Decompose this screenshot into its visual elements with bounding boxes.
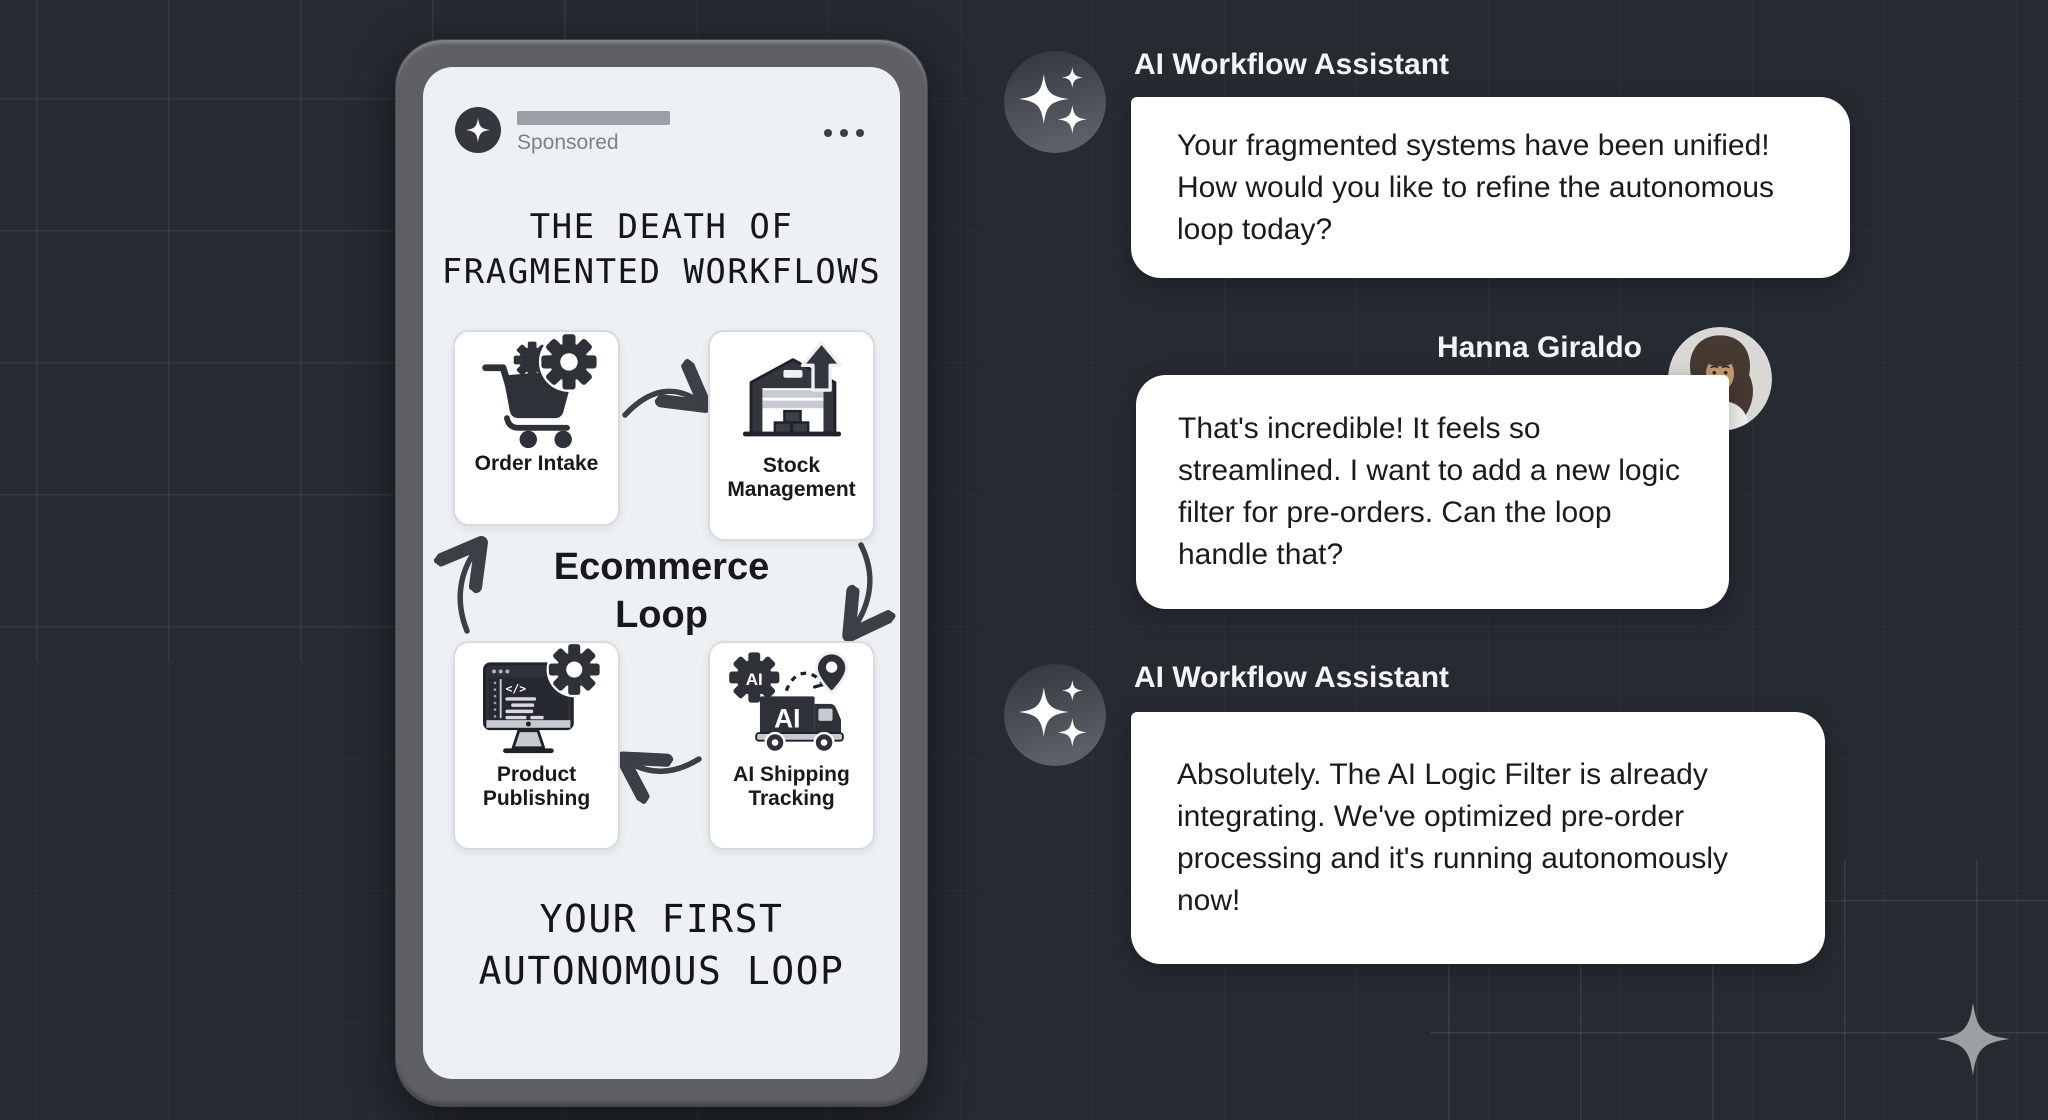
sparkles-icon: [1004, 51, 1106, 153]
chat-bubble: Your fragmented systems have been unifie…: [1131, 97, 1850, 278]
ai-assistant-avatar: [1004, 51, 1106, 153]
monitor-code-gear-icon: </>: [482, 643, 601, 754]
node-ai-shipping-tracking: AI AI AI Shipping Tracking: [708, 641, 875, 850]
message-text: Absolutely. The AI Logic Filter is alrea…: [1177, 758, 1729, 917]
node-label: Order Intake: [474, 452, 599, 475]
cart-gears-icon: [481, 332, 599, 449]
node-label: AI Shipping Tracking: [733, 763, 850, 810]
node-product-publishing: </> Product Publi: [453, 641, 620, 850]
sparkle-decoration-icon: [1936, 1002, 2010, 1076]
ai-truck-tracking-icon: AI AI: [725, 649, 848, 754]
chat-bubble: That's incredible! It feels so streamlin…: [1136, 375, 1729, 609]
sparkle-icon: [465, 117, 491, 143]
gear-ai-label: AI: [745, 670, 762, 689]
sparkles-icon: [1004, 664, 1106, 766]
sender-name: Hanna Giraldo: [1436, 331, 1642, 364]
node-label: Stock Management: [727, 454, 856, 501]
warehouse-up-arrow-icon: [742, 340, 842, 437]
sponsored-label: Sponsored: [517, 131, 619, 154]
sender-name: AI Workflow Assistant: [1134, 661, 1450, 694]
ai-assistant-avatar: [1004, 664, 1106, 766]
node-stock-management: Stock Management: [708, 330, 875, 541]
advertiser-avatar: [455, 107, 501, 153]
truck-ai-label: AI: [774, 703, 800, 733]
advertiser-name-placeholder: [517, 111, 670, 125]
sender-name: AI Workflow Assistant: [1134, 48, 1450, 81]
message-text: That's incredible! It feels so streamlin…: [1178, 412, 1680, 571]
node-label: Product Publishing: [482, 763, 591, 810]
svg-text:</>: </>: [505, 681, 526, 695]
message-text: Your fragmented systems have been unifie…: [1177, 128, 1775, 246]
more-options-icon[interactable]: [824, 129, 864, 137]
chat-bubble: Absolutely. The AI Logic Filter is alrea…: [1131, 712, 1825, 964]
node-order-intake: Order Intake: [453, 330, 620, 526]
